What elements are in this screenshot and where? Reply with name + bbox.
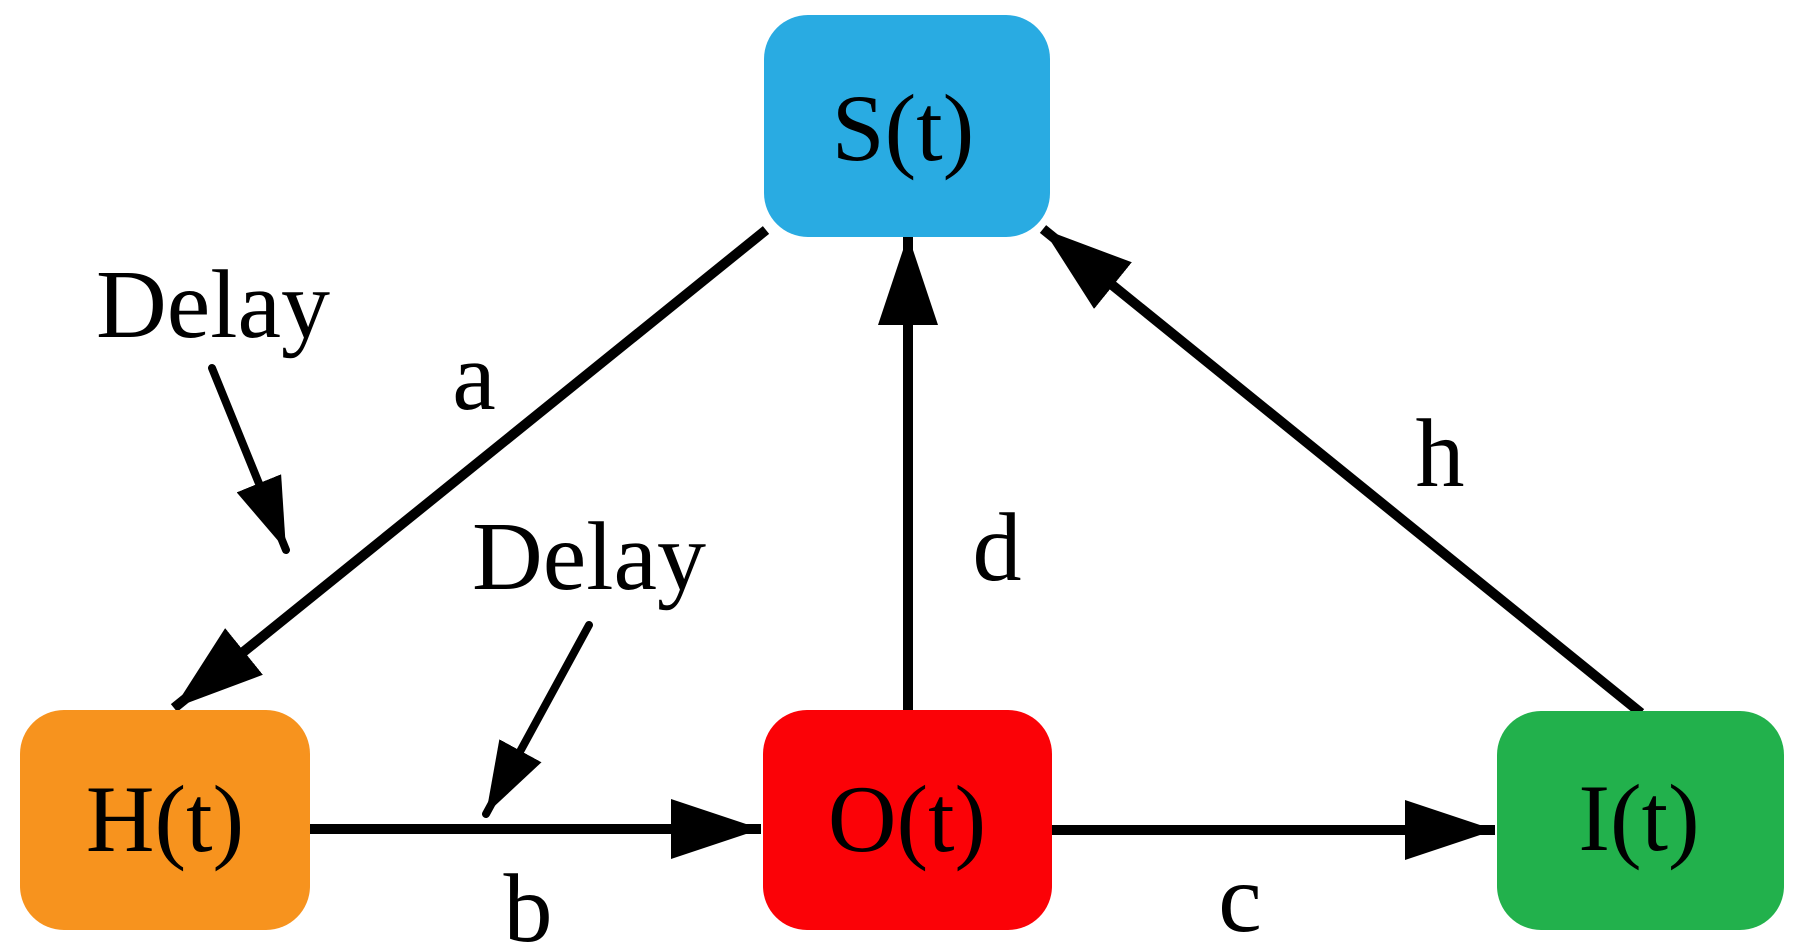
edge-c-label: c xyxy=(1218,845,1262,951)
edge-a-label: a xyxy=(452,323,496,431)
node-h-label: H(t) xyxy=(86,766,244,872)
node-h-box xyxy=(20,710,310,930)
delay-pointer-1-arrow xyxy=(208,364,290,554)
node-o-label: O(t) xyxy=(828,766,986,872)
edge-b-label: b xyxy=(504,855,553,951)
node-i-box xyxy=(1497,711,1784,930)
delay-annotation-2-label: Delay xyxy=(472,503,706,611)
edge-d-label: d xyxy=(973,494,1022,602)
edge-a-arrow xyxy=(170,226,770,712)
node-s-box xyxy=(764,15,1050,237)
node-i-label: I(t) xyxy=(1578,765,1699,871)
edge-h-arrow xyxy=(1039,225,1645,717)
edge-a-line xyxy=(170,226,770,712)
delay-pointer-2-arrow xyxy=(482,621,593,818)
delay-annotation-1-label: Delay xyxy=(96,251,330,359)
edge-h-label: h xyxy=(1416,400,1465,508)
node-s-label: S(t) xyxy=(832,75,975,181)
node-o-box xyxy=(763,710,1052,930)
edge-h-line xyxy=(1039,225,1645,717)
